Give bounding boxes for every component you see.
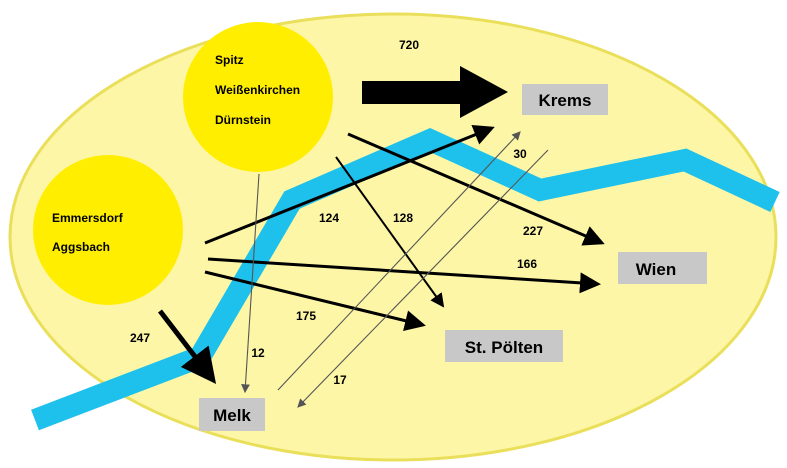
box-st-poelten bbox=[445, 330, 563, 362]
flow-label-720: 720 bbox=[399, 38, 419, 52]
big-arrow-to-krems bbox=[362, 66, 508, 118]
label-aggsbach: Aggsbach bbox=[52, 240, 110, 254]
arrow-krems-melk bbox=[297, 149, 549, 408]
region-circle-spitz bbox=[183, 22, 333, 172]
arrow-melk-krems bbox=[277, 131, 521, 391]
arrow-emmersdorf-wien bbox=[207, 257, 601, 294]
flow-label-30: 30 bbox=[513, 147, 527, 161]
flow-label-124: 124 bbox=[319, 211, 339, 225]
region-circle-emmersdorf bbox=[33, 155, 183, 305]
arrow-emmersdorf-melk bbox=[158, 309, 217, 384]
box-wien bbox=[618, 252, 707, 284]
label-spitz: Spitz bbox=[215, 53, 244, 67]
flow-label-12: 12 bbox=[251, 346, 265, 360]
label-emmersdorf: Emmersdorf bbox=[52, 211, 124, 225]
flow-label-247: 247 bbox=[130, 331, 150, 345]
label-st-poelten: St. Pölten bbox=[465, 338, 543, 357]
arrow-spitz-melk bbox=[241, 173, 260, 394]
arrow-emmersdorf-krems bbox=[204, 124, 495, 245]
flow-label-128: 128 bbox=[393, 211, 413, 225]
arrow-spitz-stpoelten bbox=[335, 156, 445, 308]
label-duernstein: Dürnstein bbox=[215, 113, 271, 127]
box-melk bbox=[199, 398, 265, 431]
flow-label-227: 227 bbox=[523, 224, 543, 238]
flow-label-17: 17 bbox=[333, 373, 347, 387]
label-wien: Wien bbox=[636, 260, 676, 279]
box-krems bbox=[522, 84, 608, 115]
label-krems: Krems bbox=[539, 91, 592, 110]
flow-label-175: 175 bbox=[296, 309, 316, 323]
label-melk: Melk bbox=[213, 406, 251, 425]
flow-label-166: 166 bbox=[517, 257, 537, 271]
arrow-spitz-wien bbox=[347, 132, 605, 246]
label-weissenkirchen: Weißenkirchen bbox=[215, 83, 300, 97]
